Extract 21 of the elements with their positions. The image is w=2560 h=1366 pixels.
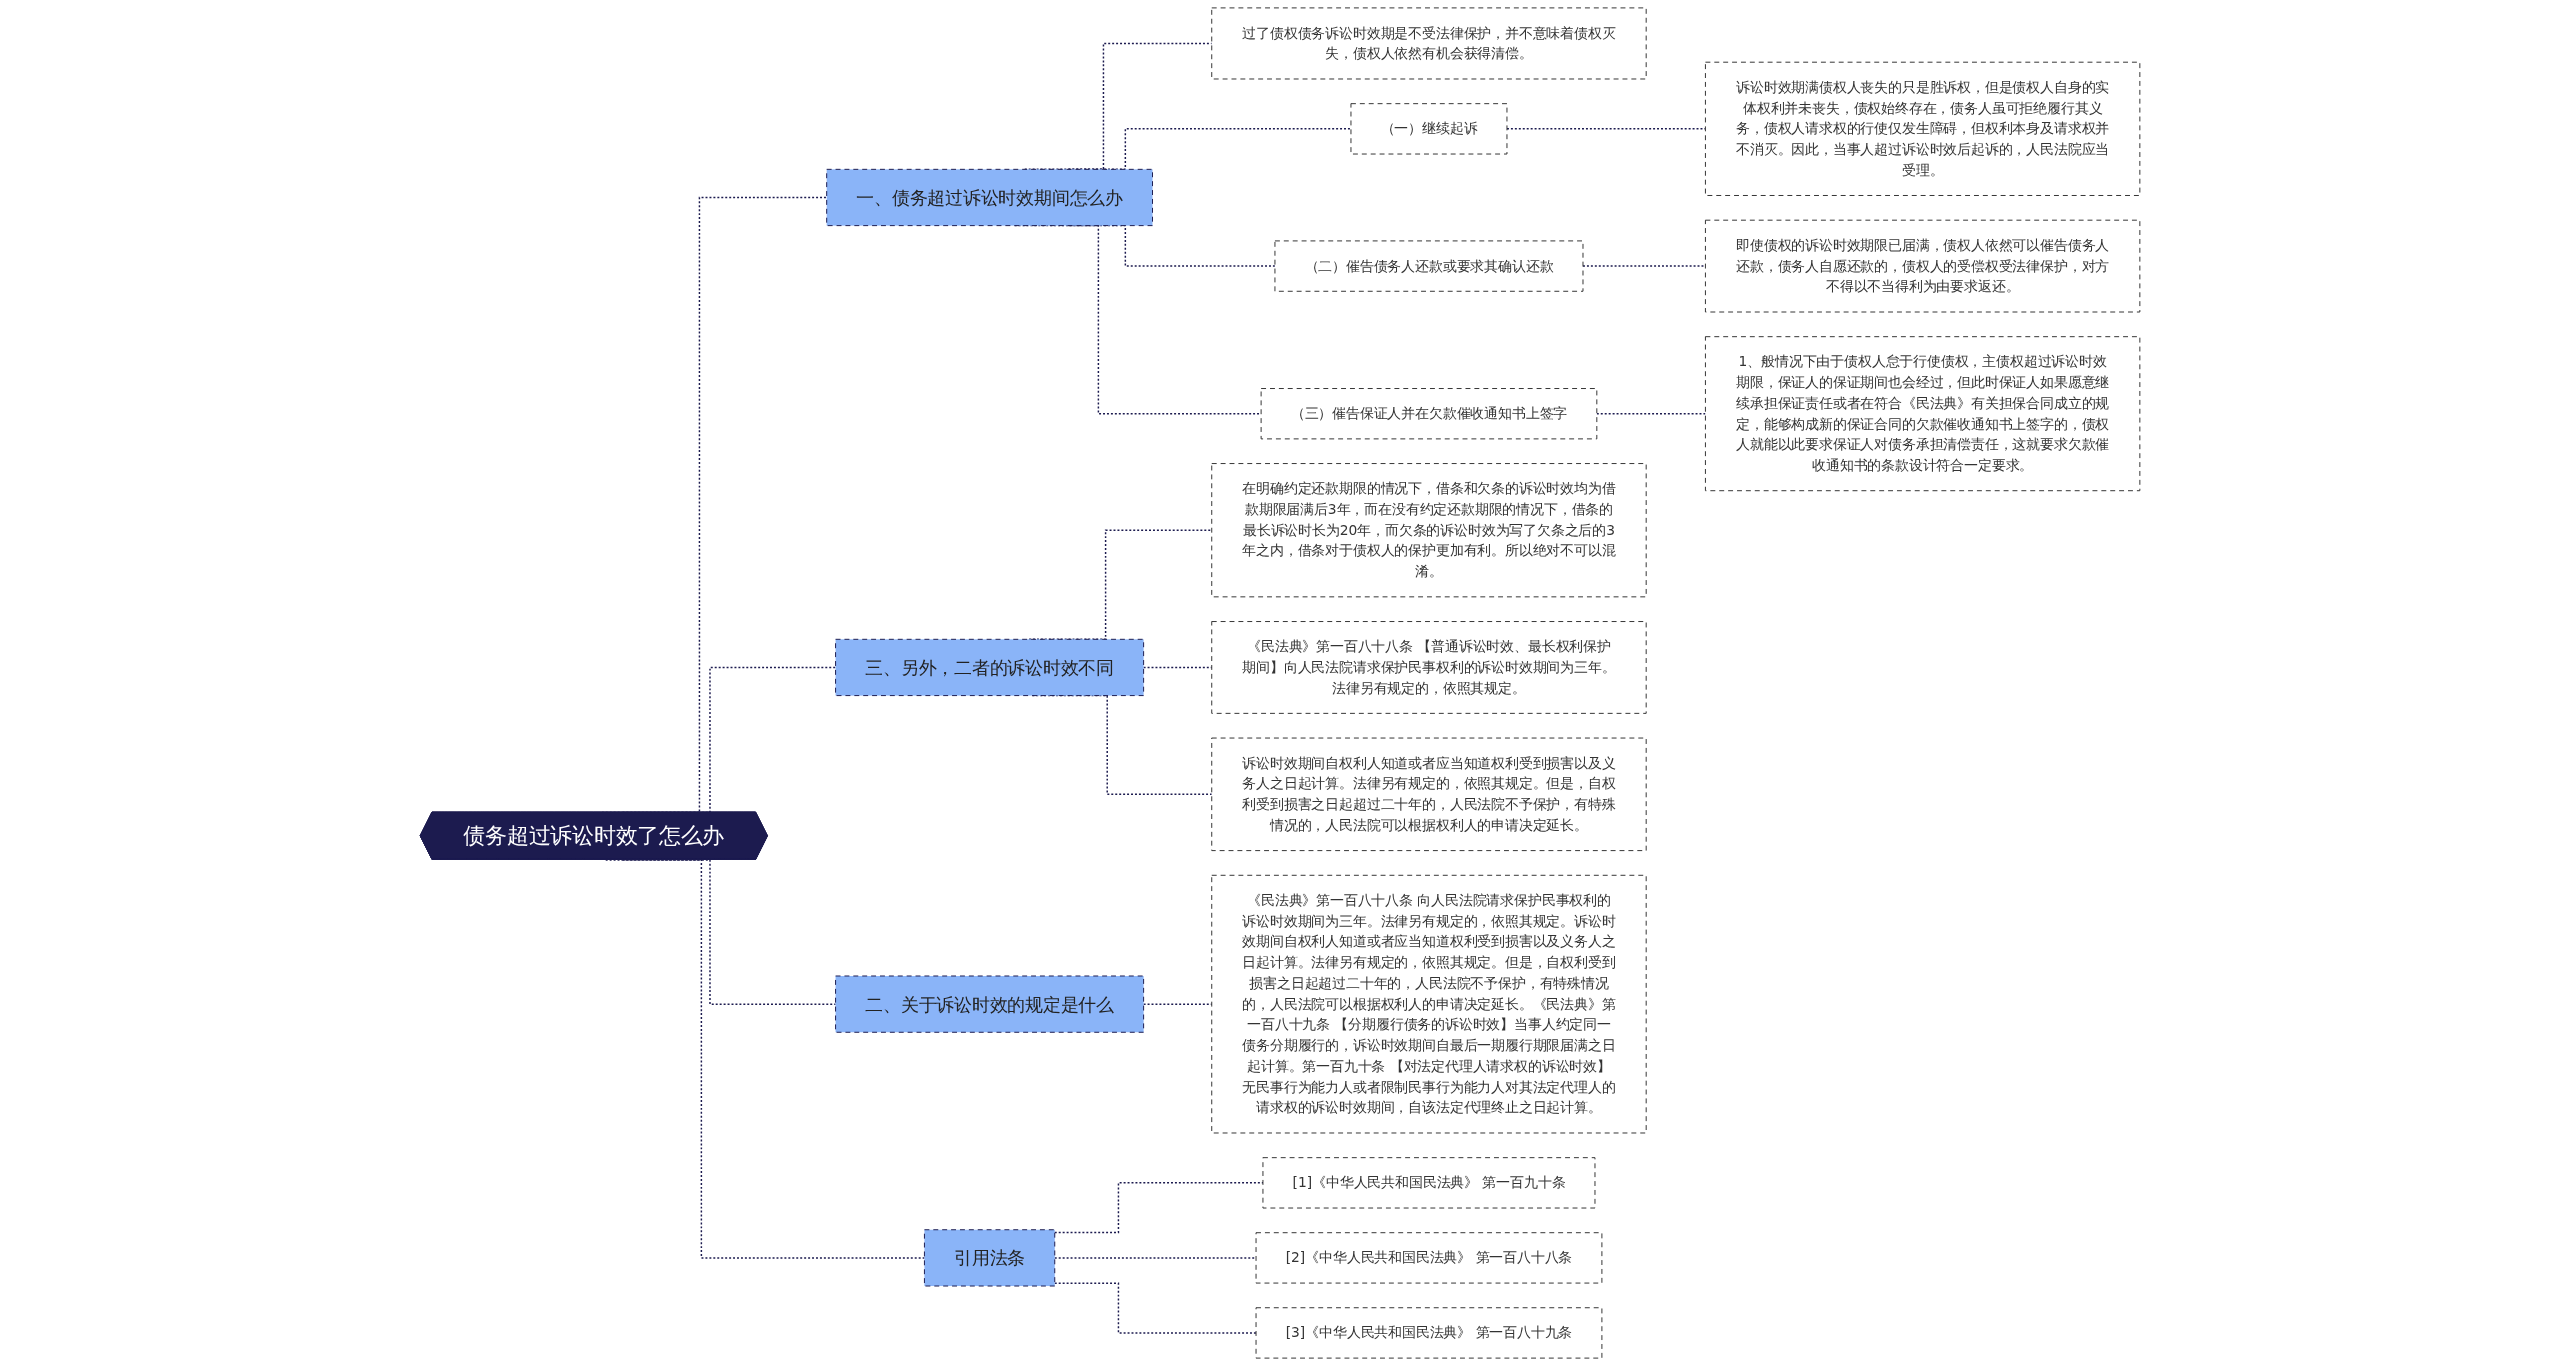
node-box: 一、债务超过诉讼时效期间怎么办 [826,168,1153,227]
node-box: 过了债权债务诉讼时效期是不受法律保护，并不意味着债权灭失，债权人依然有机会获得清偿。 [1211,7,1647,80]
node-box: 在明确约定还款期限的情况下，借条和欠条的诉讼时效均为借款期限届满后3年，而在没有约定还款期限的情况下，借条的最长诉讼时长为20年，而欠条的诉讼时效为写了欠条之后的3年之内，借条对于债权人的保护更加有利。所以绝对不可以混淆。 [1211,463,1647,598]
node-box: （三）催告保证人并在欠款催收通知书上签字 [1260,388,1598,440]
node-box: （二）催告债务人还款或要求其确认还款 [1274,240,1584,292]
connector [1596,412,1707,415]
node-box: 引用法条 [923,1229,1056,1287]
node-box: 三、另外，二者的诉讼时效不同 [835,638,1145,697]
connector [1054,1257,1257,1259]
node-box: 二、关于诉讼时效的规定是什么 [835,975,1145,1033]
node-box: 《民法典》第一百八十八条 【普通诉讼时效、最长权利保护期间】向人民法院请求保护民事权利的诉讼时效期间为三年。法律另有规定的，依照其规定。 [1211,621,1647,714]
node-box: 《民法典》第一百八十八条 向人民法院请求保护民事权利的诉讼时效期间为三年。法律另有规定的，依照其规定。诉讼时效期间自权利人知道或者应当知道权利受到损害以及义务人之日起计算。法律另有规定的，依照其规定。但是，自权利受到损害之日起超过二十年的，人民法院不予保护，有特殊情况的，人民法院可以根据权利人的申请决定延长。《民法典》第一百八十九条 【分期履行债务的诉讼时效】当事人约定同一债务分期履行的，诉讼时效期间自最后一期履行期限届满之日起计算。第一百九十条 【对法定代理人请求权的诉讼时效】无民事行为能力人或者限制民事行为能力人对其法定代理人的请求权的诉讼时效期间，自该法定代理终止之日起计算。 [1211,874,1647,1134]
node-box: 1、般情况下由于债权人怠于行使债权，主债权超过诉讼时效期限，保证人的保证期间也会经过，但此时保证人如果愿意继续承担保证责任或者在符合《民法典》有关担保合同成立的规定，能够构成新的保证合同的欠款催收通知书上签字的，债权人就能以此要求保证人对债务承担清偿责任，这就要求欠款催收通知书的条款设计符合一定要求。 [1704,336,2141,492]
node-box: [3]《中华人民共和国民法典》 第一百八十九条 [1255,1307,1603,1359]
node-box: 诉讼时效期间自权利人知道或者应当知道权利受到损害以及义务人之日起计算。法律另有规定的，依照其规定。但是，自权利受到损害之日起超过二十年的，人民法院不予保护，有特殊情况的，人民法院可以根据权利人的申请决定延长。 [1211,737,1647,852]
node-box: 即使债权的诉讼时效期限已届满，债权人依然可以催告债务人还款，债务人自愿还款的，债权人的受偿权受法律保护，对方不得以不当得利为由要求返还。 [1704,219,2141,313]
node-box: （一）继续起诉 [1350,103,1508,155]
connector [1054,1282,1257,1334]
node-box: 诉讼时效期满债权人丧失的只是胜诉权，但是债权人自身的实体权利并未丧失，债权始终存在，债务人虽可拒绝履行其义务，债权人请求权的行使仅发生障碍，但权利本身及请求权并不消灭。因此，当事人超过诉讼时效后起诉的，人民法院应当受理。 [1704,61,2141,196]
node-box: [2]《中华人民共和国民法典》 第一百八十八条 [1255,1232,1603,1284]
node-box: [1]《中华人民共和国民法典》 第一百九十条 [1262,1157,1596,1209]
